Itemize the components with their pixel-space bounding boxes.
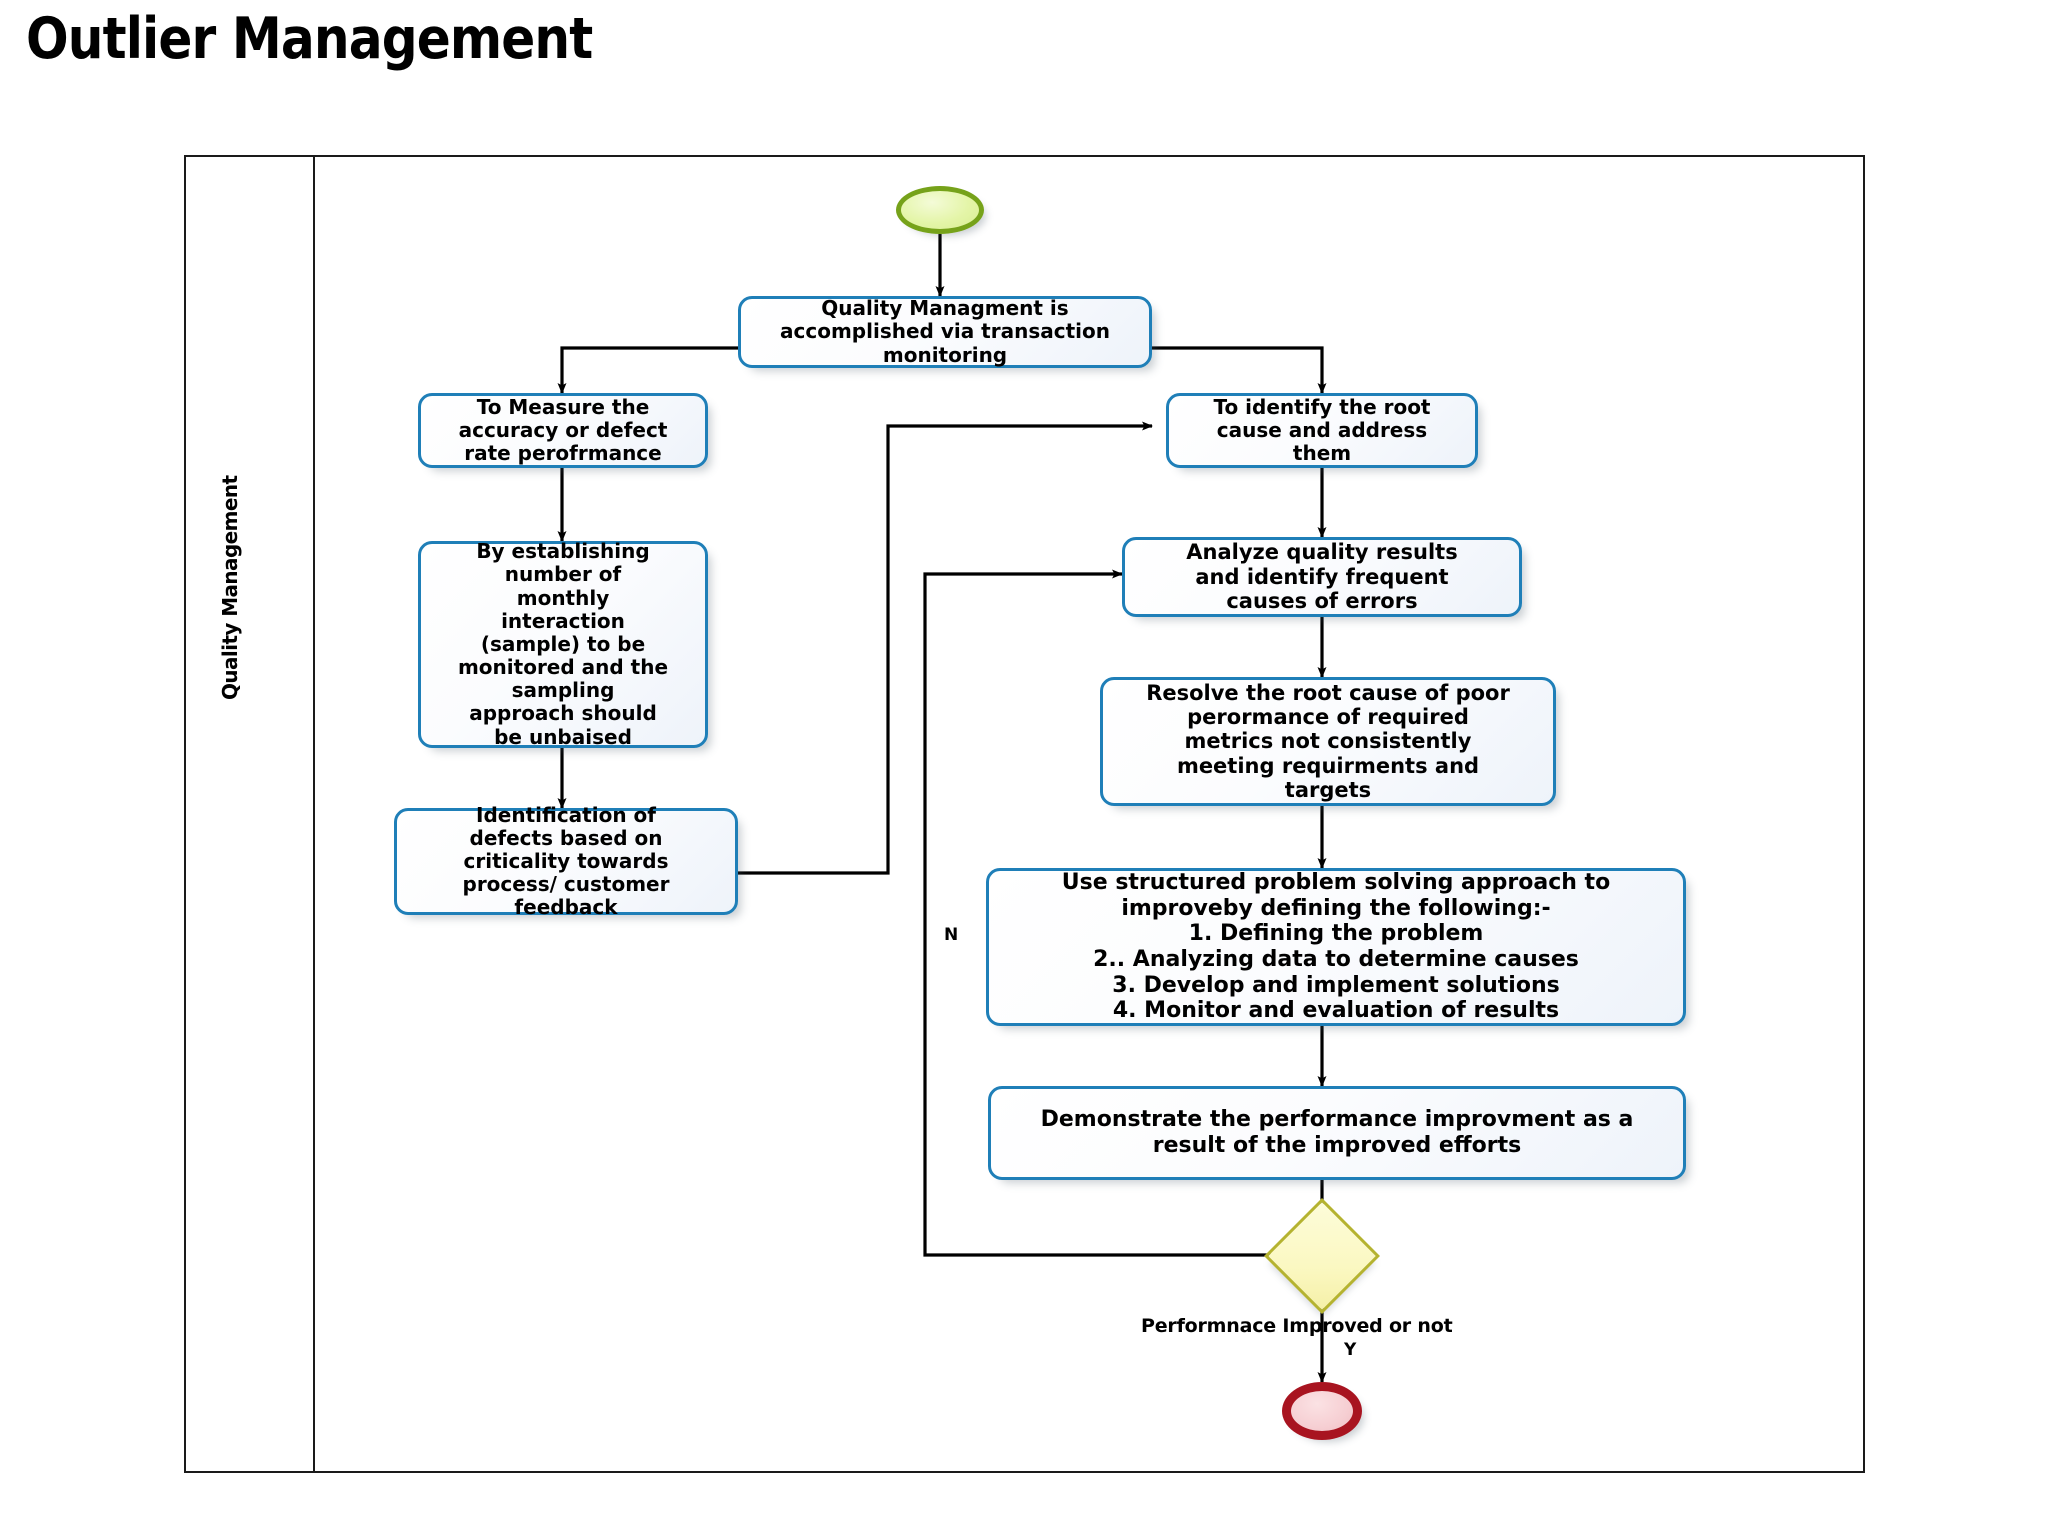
node-demonstrate-performance[interactable]: Demonstrate the performance improvment a… — [988, 1086, 1686, 1180]
start-event-node[interactable] — [896, 186, 984, 234]
node-structured-problem-solving[interactable]: Use structured problem solving approach … — [986, 868, 1686, 1026]
edge-label-no: N — [944, 925, 959, 945]
node-establishing-sample[interactable]: By establishing number of monthly intera… — [418, 540, 708, 748]
decision-node-label: Performnace Improved or not — [1141, 1315, 1453, 1337]
node-quality-management[interactable]: Quality Managment is accomplished via tr… — [738, 296, 1152, 368]
swimlane-label: Quality Management — [218, 475, 242, 700]
end-event-node[interactable] — [1282, 1382, 1362, 1440]
node-identification-defects[interactable]: Identification of defects based on criti… — [394, 803, 738, 919]
page-title: Outlier Management — [26, 6, 593, 72]
node-measure-accuracy[interactable]: To Measure the accuracy or defect rate p… — [418, 393, 708, 468]
edge-label-yes: Y — [1344, 1340, 1357, 1360]
node-analyze-quality-results[interactable]: Analyze quality results and identify fre… — [1122, 537, 1522, 617]
swimlane-divider — [313, 155, 315, 1473]
node-identify-root-cause[interactable]: To identify the root cause and address t… — [1166, 393, 1478, 468]
node-resolve-root-cause[interactable]: Resolve the root cause of poor perormanc… — [1100, 677, 1556, 806]
